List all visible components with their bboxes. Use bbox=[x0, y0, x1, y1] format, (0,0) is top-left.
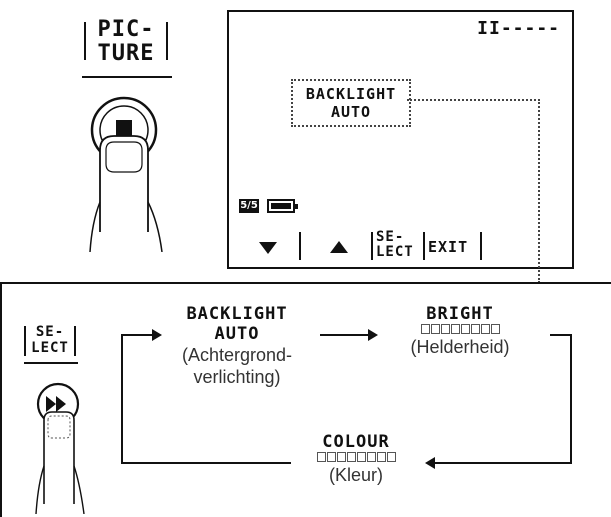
meter-segment bbox=[337, 452, 346, 462]
fraction-badge: 5/5 bbox=[239, 199, 259, 213]
meter-segment bbox=[347, 452, 356, 462]
connector-line bbox=[538, 99, 540, 283]
screen-select-line1: SE- bbox=[376, 230, 414, 245]
cycle-arrow-to-colour bbox=[432, 462, 572, 464]
colour-sub: (Kleur) bbox=[286, 464, 426, 486]
bright-title: BRIGHT bbox=[380, 304, 540, 324]
bright-level-meter bbox=[380, 324, 540, 336]
picture-button-finger[interactable] bbox=[70, 92, 170, 252]
meter-segment bbox=[387, 452, 396, 462]
meter-segment bbox=[367, 452, 376, 462]
select-cycle-panel: SE- LECT BACKLIGHT AUTO (Achtergrond- ve… bbox=[0, 282, 611, 517]
control-divider bbox=[371, 232, 373, 260]
meter-segment bbox=[471, 324, 480, 334]
screen-exit-button[interactable]: EXIT bbox=[428, 238, 468, 256]
meter-segment bbox=[451, 324, 460, 334]
cycle-node-backlight: BACKLIGHT AUTO (Achtergrond- verlichting… bbox=[162, 304, 312, 388]
backlight-sub-line2: verlichting) bbox=[162, 366, 312, 388]
backlight-title-line2: AUTO bbox=[162, 324, 312, 344]
backlight-display-line1: BACKLIGHT bbox=[293, 85, 409, 103]
meter-segment bbox=[317, 452, 326, 462]
backlight-display-line2: AUTO bbox=[293, 103, 409, 121]
cycle-loop-left bbox=[121, 334, 123, 462]
bright-sub: (Helderheid) bbox=[380, 336, 540, 358]
meter-segment bbox=[481, 324, 490, 334]
triangle-up-icon[interactable] bbox=[330, 241, 348, 253]
backlight-auto-display: BACKLIGHT AUTO bbox=[291, 79, 411, 127]
picture-label-line1: PIC- bbox=[82, 18, 170, 42]
meter-segment bbox=[377, 452, 386, 462]
cycle-loop-top-right bbox=[550, 334, 572, 336]
meter-segment bbox=[421, 324, 430, 334]
meter-segment bbox=[491, 324, 500, 334]
meter-segment bbox=[461, 324, 470, 334]
label-bracket-left bbox=[84, 22, 86, 60]
arrow-left-icon bbox=[425, 457, 437, 469]
label-bracket-right bbox=[166, 22, 168, 60]
meter-segment bbox=[327, 452, 336, 462]
cycle-loop-right bbox=[570, 334, 572, 462]
connector-line bbox=[407, 99, 540, 101]
select-label-line1: SE- bbox=[24, 324, 76, 340]
select-label-underline bbox=[24, 362, 78, 364]
picture-label-underline bbox=[82, 76, 172, 78]
cycle-node-colour: COLOUR (Kleur) bbox=[286, 432, 426, 486]
colour-title: COLOUR bbox=[286, 432, 426, 452]
control-divider bbox=[480, 232, 482, 260]
lcd-screen: II----- BACKLIGHT AUTO 5/5 SE- LECT EXIT bbox=[227, 10, 574, 269]
control-divider bbox=[299, 232, 301, 260]
control-divider bbox=[423, 232, 425, 260]
select-label-line2: LECT bbox=[24, 340, 76, 356]
screen-select-button[interactable]: SE- LECT bbox=[376, 230, 414, 260]
picture-button-label: PIC- TURE bbox=[82, 18, 170, 66]
signal-indicator: II----- bbox=[477, 18, 560, 39]
backlight-sub-line1: (Achtergrond- bbox=[162, 344, 312, 366]
meter-segment bbox=[441, 324, 450, 334]
triangle-down-icon[interactable] bbox=[259, 242, 277, 254]
screen-select-line2: LECT bbox=[376, 245, 414, 260]
screen-controls: SE- LECT EXIT bbox=[229, 232, 572, 262]
meter-segment bbox=[357, 452, 366, 462]
cycle-node-bright: BRIGHT (Helderheid) bbox=[380, 304, 540, 358]
meter-segment bbox=[431, 324, 440, 334]
picture-label-line2: TURE bbox=[82, 42, 170, 66]
select-button-label: SE- LECT bbox=[24, 324, 76, 356]
cycle-arrow-to-bright bbox=[320, 334, 372, 336]
cycle-bottom-line-left bbox=[121, 462, 291, 464]
battery-icon bbox=[267, 199, 295, 213]
select-button-finger[interactable] bbox=[30, 374, 90, 514]
colour-level-meter bbox=[286, 452, 426, 464]
arrow-right-icon bbox=[368, 329, 380, 341]
backlight-title-line1: BACKLIGHT bbox=[162, 304, 312, 324]
stop-square-icon bbox=[116, 120, 132, 136]
